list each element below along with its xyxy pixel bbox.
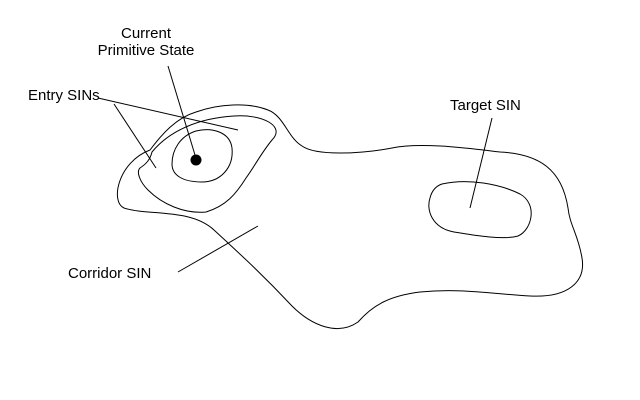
current-state-label-line2: Primitive State bbox=[98, 42, 195, 59]
corridor-sin-leader bbox=[177, 225, 259, 273]
current-state-dot bbox=[190, 154, 202, 166]
entry-sins-label: Entry SINs bbox=[28, 87, 100, 104]
current-state-leader bbox=[167, 65, 196, 156]
corridor-sin-label: Corridor SIN bbox=[68, 265, 151, 282]
entry-sin-outer bbox=[137, 115, 277, 213]
current-state-label-line1: Current bbox=[121, 25, 172, 42]
entry-sin-inner bbox=[171, 129, 233, 183]
corridor-sin-region bbox=[116, 104, 584, 330]
entry-sin-leader-outer bbox=[97, 97, 239, 131]
target-sin-leader bbox=[469, 117, 493, 209]
entry-sin-leader-inner bbox=[113, 103, 157, 169]
target-sin-region bbox=[428, 181, 532, 239]
target-sin-label: Target SIN bbox=[450, 97, 521, 114]
